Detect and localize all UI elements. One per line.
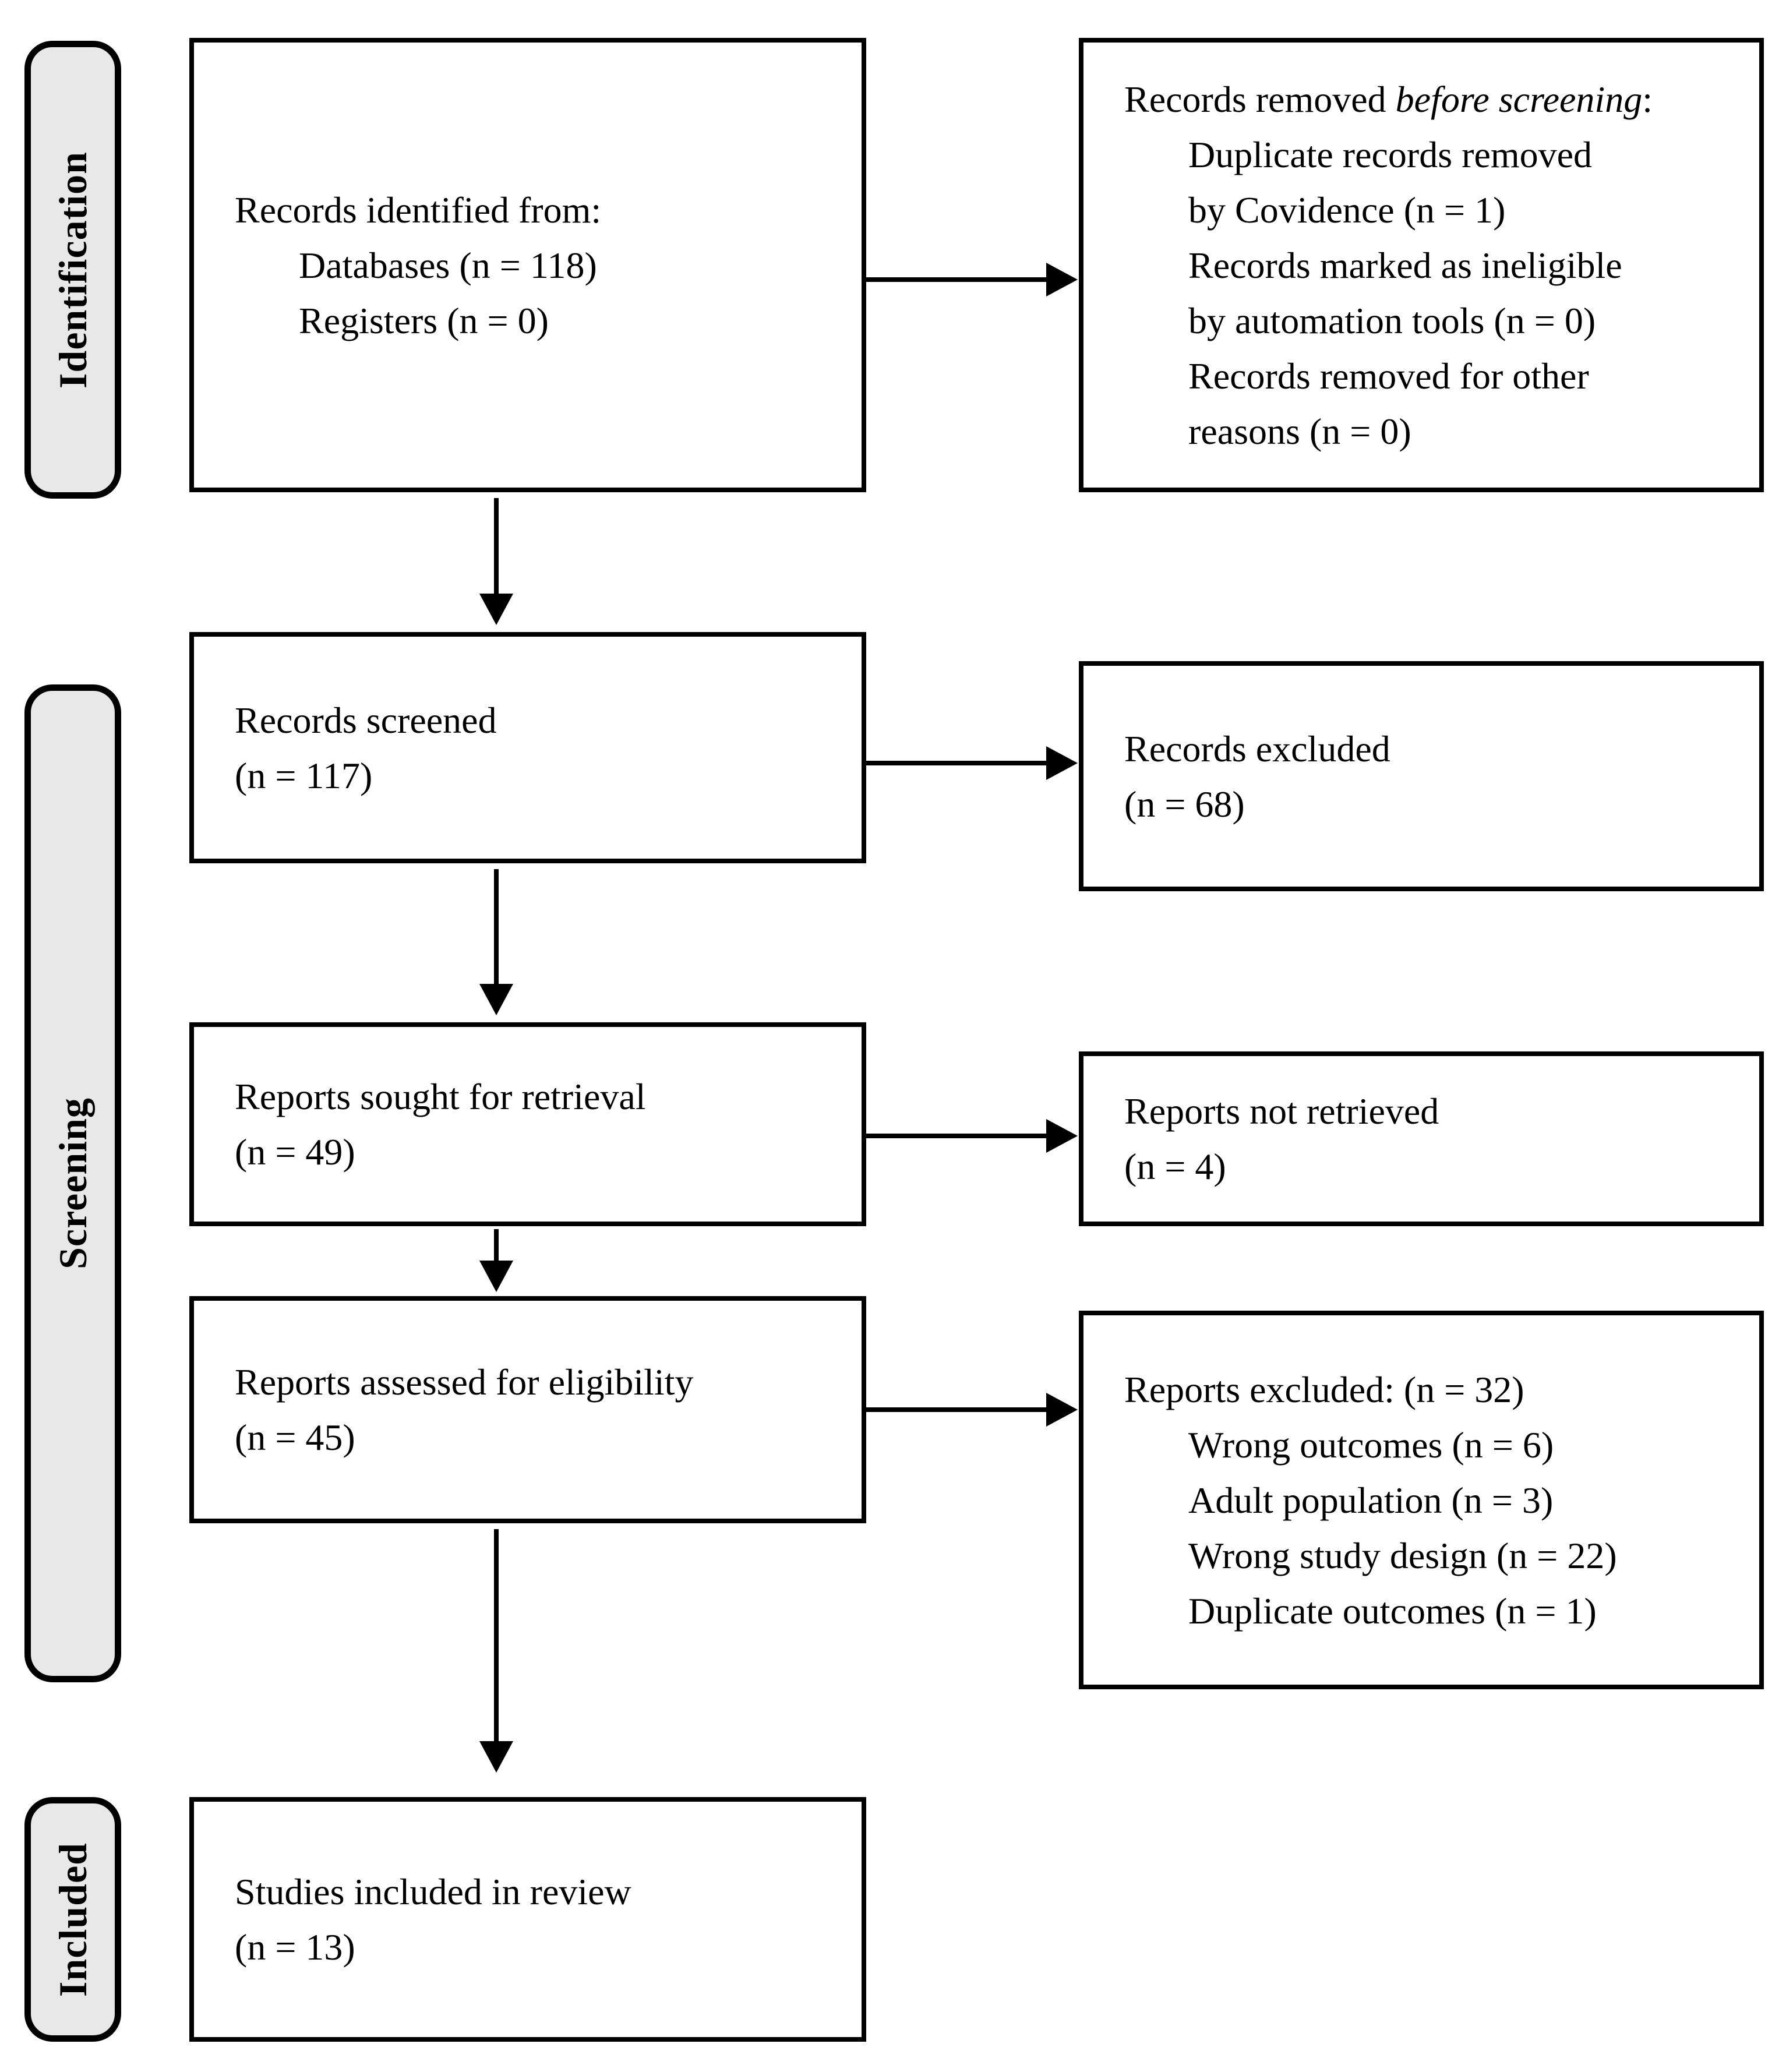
box-reports-sought: Reports sought for retrieval (n = 49) [189,1022,866,1226]
records-excluded-line2: (n = 68) [1124,783,1245,825]
arrow-sought-to-assessed-icon [494,1229,499,1262]
arrow-sought-to-not-retrieved-icon [866,1134,1047,1138]
studies-included-line2: (n = 13) [235,1926,355,1968]
records-identified-line1: Records identified from: [235,189,602,231]
reports-excluded-line5: Duplicate outcomes (n = 1) [1188,1590,1597,1632]
records-removed-line5: by automation tools (n = 0) [1188,299,1596,341]
box-reports-not-retrieved: Reports not retrieved (n = 4) [1079,1051,1764,1226]
records-removed-line6: Records removed for other [1188,355,1589,397]
records-removed-line1-italic: before screening [1395,78,1643,120]
records-screened-line2: (n = 117) [235,754,373,796]
records-removed-line4: Records marked as ineligible [1188,244,1622,286]
arrow-assessed-to-included-icon [494,1529,499,1742]
reports-excluded-line3: Adult population (n = 3) [1188,1479,1554,1521]
arrow-assessed-to-excluded-icon [866,1407,1047,1412]
records-removed-line1-prefix: Records removed [1124,78,1396,120]
reports-excluded-line1: Reports excluded: (n = 32) [1124,1368,1524,1410]
reports-sought-line2: (n = 49) [235,1131,355,1173]
arrow-identified-to-removed-icon [866,277,1047,282]
records-removed-line2: Duplicate records removed [1188,133,1593,175]
box-records-identified: Records identified from: Databases (n = … [189,38,866,492]
box-records-excluded: Records excluded (n = 68) [1079,661,1764,891]
records-removed-line1: Records removed before screening: [1124,72,1736,127]
stage-screening-label: Screening [50,1097,95,1269]
arrow-screened-to-excluded-icon [866,761,1047,765]
box-reports-assessed: Reports assessed for eligibility (n = 45… [189,1296,866,1523]
stage-screening: Screening [24,684,121,1682]
reports-sought-line1: Reports sought for retrieval [235,1076,646,1117]
reports-not-retrieved-line2: (n = 4) [1124,1146,1226,1187]
box-records-removed: Records removed before screening: Duplic… [1079,38,1764,492]
box-reports-excluded: Reports excluded: (n = 32) Wrong outcome… [1079,1311,1764,1689]
stage-included-label: Included [50,1842,95,1997]
records-removed-line3: by Covidence (n = 1) [1188,189,1506,231]
records-identified-line3: Registers (n = 0) [299,299,549,341]
reports-assessed-line2: (n = 45) [235,1417,355,1458]
records-removed-line1-suffix: : [1642,78,1653,120]
stage-identification: Identification [24,41,121,499]
stage-identification-label: Identification [50,151,95,389]
records-screened-line1: Records screened [235,699,497,741]
reports-excluded-line4: Wrong study design (n = 22) [1188,1534,1617,1576]
reports-not-retrieved-line1: Reports not retrieved [1124,1090,1439,1132]
box-studies-included: Studies included in review (n = 13) [189,1797,866,2042]
arrow-screened-to-sought-icon [494,869,499,985]
stage-included: Included [24,1797,121,2042]
arrow-identified-to-screened-icon [494,498,499,595]
box-records-screened: Records screened (n = 117) [189,632,866,863]
records-excluded-line1: Records excluded [1124,728,1390,770]
records-identified-line2: Databases (n = 118) [299,244,597,286]
reports-excluded-line2: Wrong outcomes (n = 6) [1188,1424,1554,1466]
records-removed-line7: reasons (n = 0) [1188,410,1411,452]
reports-assessed-line1: Reports assessed for eligibility [235,1361,694,1403]
studies-included-line1: Studies included in review [235,1871,631,1912]
